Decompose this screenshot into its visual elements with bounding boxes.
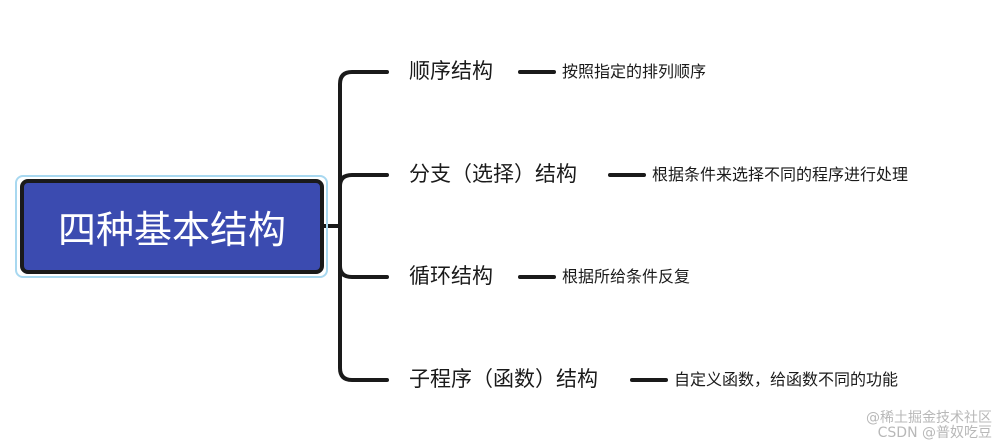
root-node-label: 四种基本结构: [57, 208, 286, 252]
branch-spine: [338, 70, 389, 382]
branch-node-selection[interactable]: 分支（选择）结构: [409, 162, 577, 186]
leaf-node-subroutine-detail[interactable]: 自定义函数，给函数不同的功能: [674, 370, 899, 389]
leaf-node-sequence-detail[interactable]: 按照指定的排列顺序: [562, 62, 707, 81]
root-node[interactable]: 四种基本结构: [20, 179, 324, 274]
watermark-csdn: CSDN @普奴吃豆: [877, 425, 992, 441]
branch-connector-2: [338, 173, 389, 188]
branch-node-loop[interactable]: 循环结构: [409, 264, 493, 288]
leaf-node-loop-detail[interactable]: 根据所给条件反复: [562, 267, 691, 286]
leaf-node-selection-detail[interactable]: 根据条件来选择不同的程序进行处理: [652, 165, 909, 184]
branch-node-sequence[interactable]: 顺序结构: [409, 59, 493, 83]
watermark-juejin: @稀土掘金技术社区: [866, 410, 992, 426]
root-node-selection-halo: [15, 175, 328, 278]
branch-connector-3: [338, 264, 389, 279]
branch-node-subroutine[interactable]: 子程序（函数）结构: [409, 367, 598, 391]
